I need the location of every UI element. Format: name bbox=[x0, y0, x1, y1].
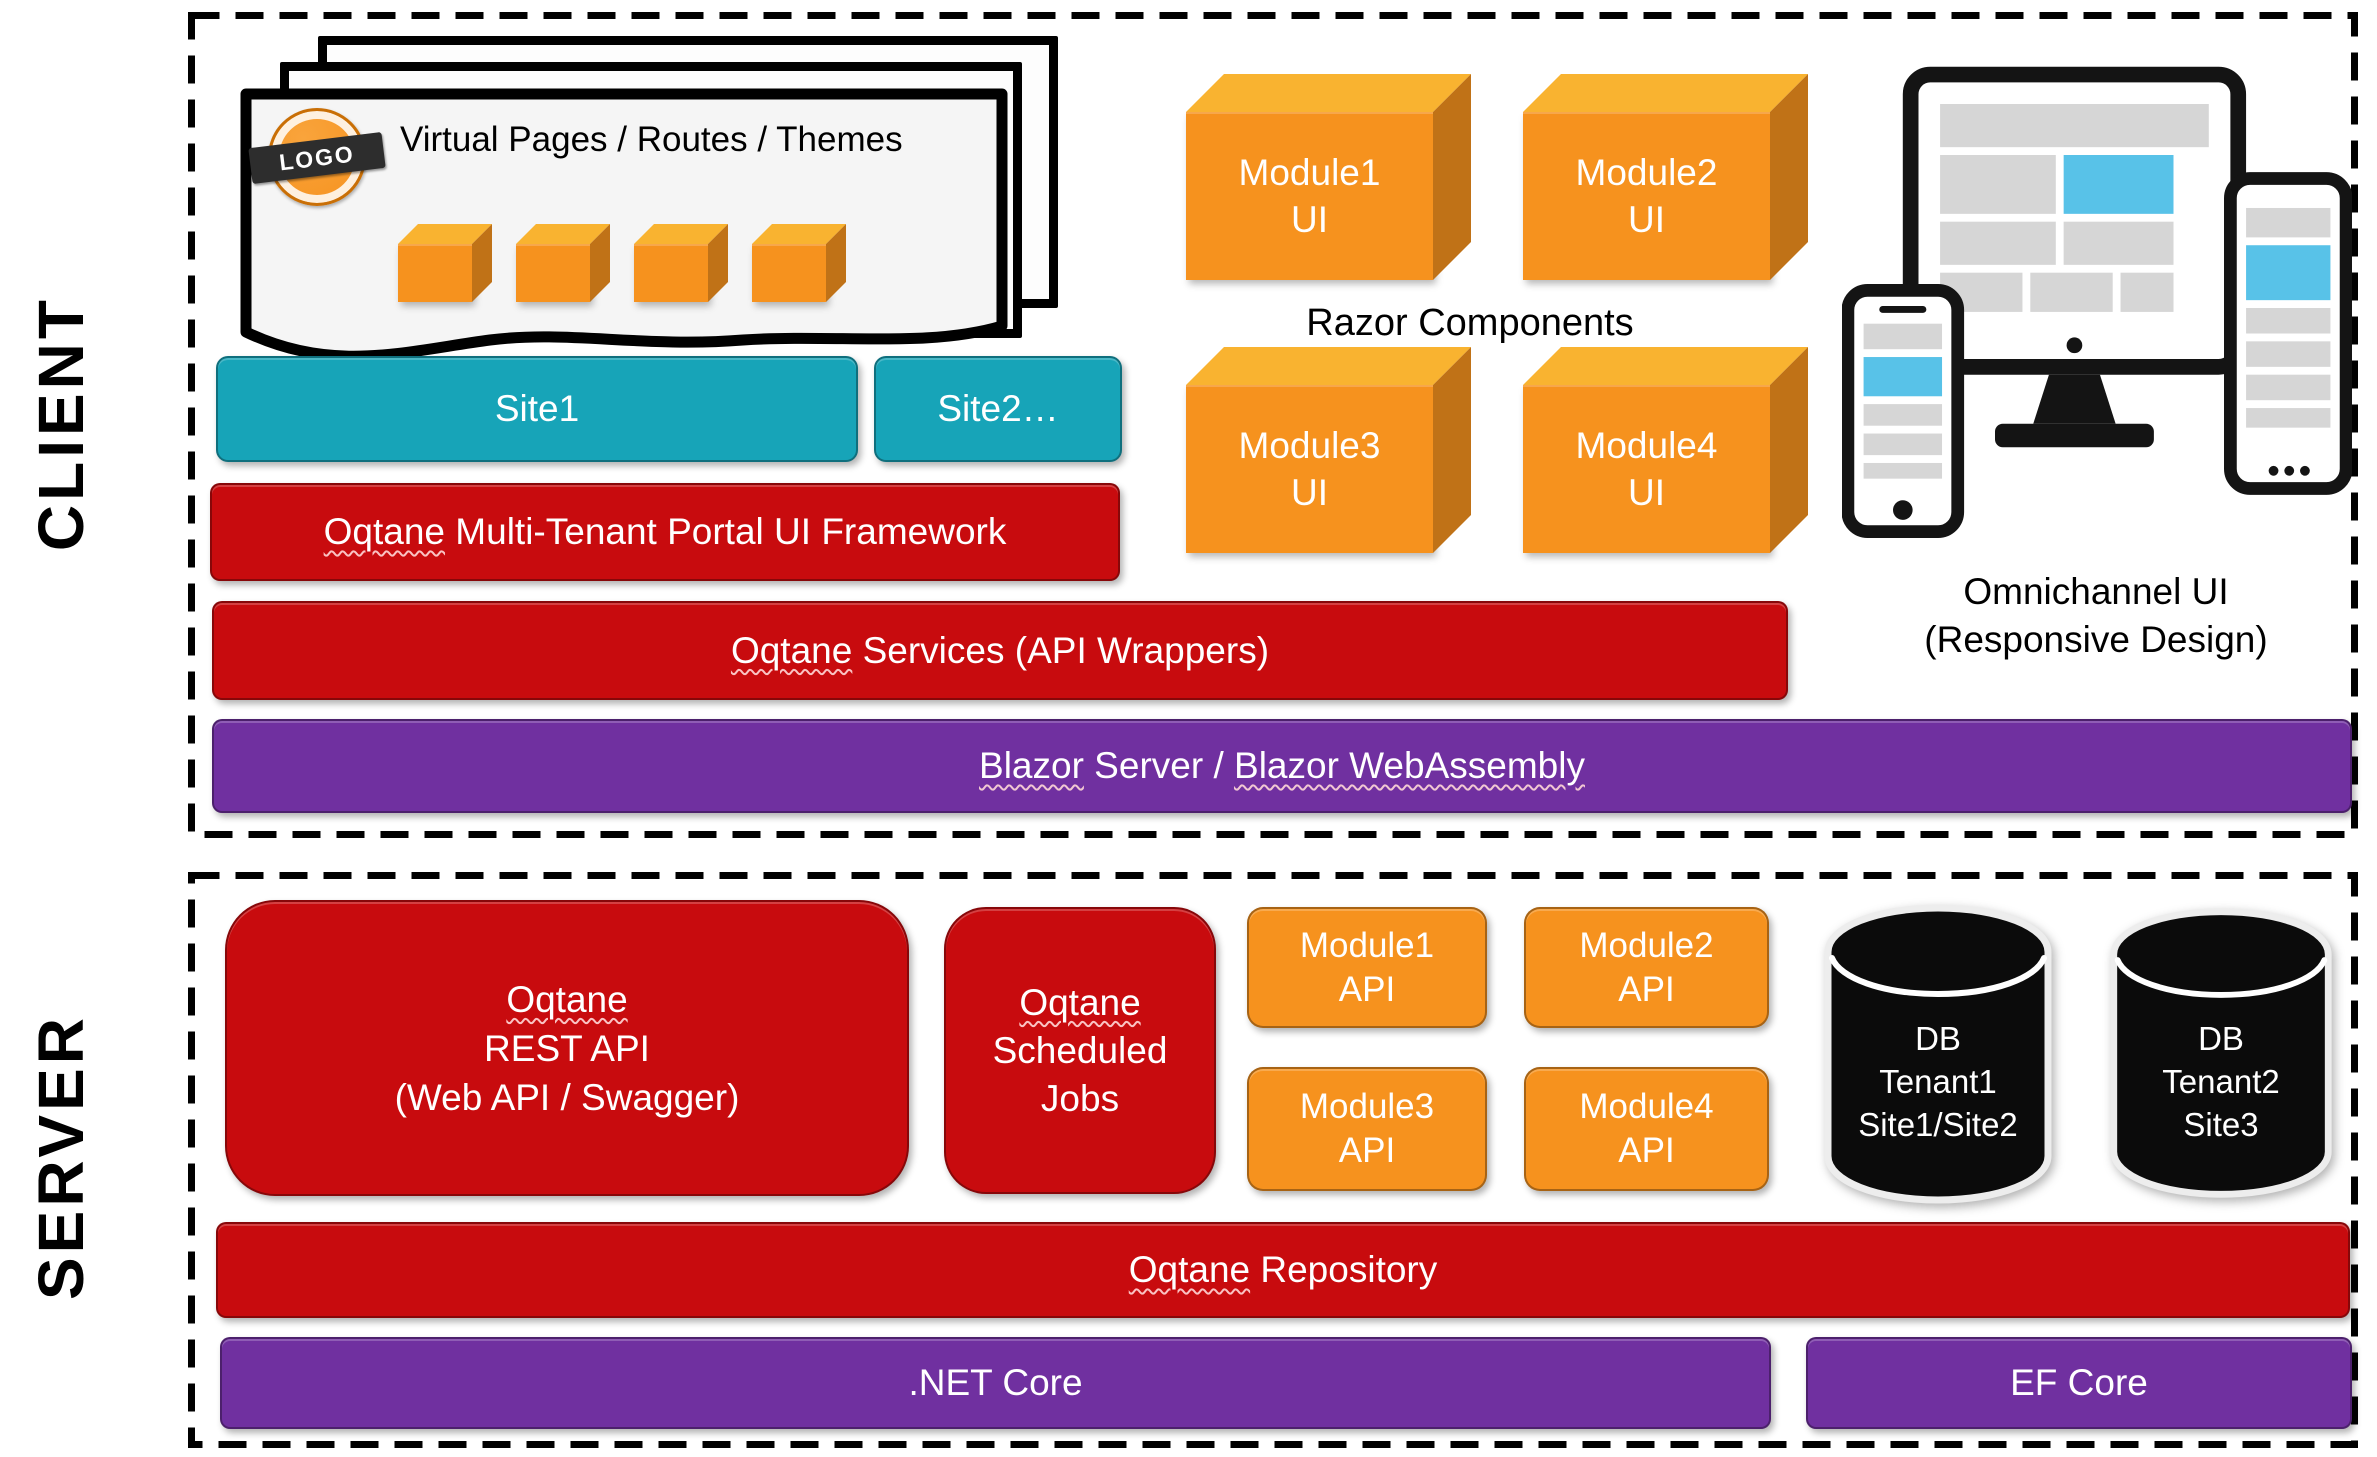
scheduled-jobs-line1: Oqtane bbox=[1019, 981, 1141, 1023]
scheduled-jobs-box: Oqtane Scheduled Jobs bbox=[944, 907, 1216, 1194]
module1-ui-label: Module1 UI bbox=[1238, 152, 1381, 240]
module4-api-box: Module4 API bbox=[1524, 1067, 1769, 1191]
portal-framework-label: Oqtane Multi-Tenant Portal UI Framework bbox=[324, 511, 1007, 553]
module2-ui-box: Module2 UI bbox=[1523, 112, 1770, 280]
component-cube-icon bbox=[634, 244, 708, 302]
database-cylinder-icon bbox=[2110, 908, 2332, 1198]
module4-ui-label: Module4 UI bbox=[1575, 425, 1718, 513]
module3-ui-box: Module3 UI bbox=[1186, 385, 1433, 553]
rest-api-line1: Oqtane bbox=[506, 978, 628, 1020]
module1-ui-box: Module1 UI bbox=[1186, 112, 1433, 280]
blazor-bar: Blazor Server / Blazor WebAssembly bbox=[212, 719, 2352, 813]
omnichannel-line1: Omnichannel UI bbox=[1963, 571, 2229, 612]
scheduled-jobs-line3: Jobs bbox=[1040, 1077, 1120, 1119]
site2-box: Site2… bbox=[874, 356, 1122, 462]
repository-label: Oqtane Repository bbox=[1128, 1249, 1438, 1290]
efcore-bar: EF Core bbox=[1806, 1337, 2352, 1429]
tablet-icon bbox=[2224, 172, 2352, 495]
services-label: Oqtane Services (API Wrappers) bbox=[731, 630, 1269, 672]
smartphone-icon bbox=[1842, 283, 1965, 538]
db-tenant2: DB Tenant2 Site3 bbox=[2104, 902, 2338, 1204]
rest-api-box: Oqtane REST API (Web API / Swagger) bbox=[225, 900, 909, 1196]
module2-api-box: Module2 API bbox=[1524, 907, 1769, 1028]
server-section-border bbox=[188, 872, 2358, 1448]
virtual-pages-title: Virtual Pages / Routes / Themes bbox=[400, 120, 903, 159]
netcore-label: .NET Core bbox=[908, 1362, 1083, 1403]
db-tenant1: DB Tenant1 Site1/Site2 bbox=[1818, 898, 2058, 1210]
component-cube-icon bbox=[398, 244, 472, 302]
repository-bar: Oqtane Repository bbox=[216, 1222, 2350, 1318]
database-cylinder-icon bbox=[1824, 904, 2052, 1204]
client-section-border bbox=[188, 12, 2358, 838]
framework-word: Oqtane bbox=[323, 511, 446, 552]
omnichannel-devices-illustration bbox=[1842, 58, 2352, 558]
component-cube-icon bbox=[752, 244, 826, 302]
razor-components-label: Razor Components bbox=[1306, 302, 1634, 344]
rest-api-line2: REST API bbox=[484, 1027, 650, 1069]
services-word: Oqtane bbox=[730, 629, 853, 671]
blazor-middle: Server / bbox=[1083, 745, 1235, 786]
rest-api-line3: (Web API / Swagger) bbox=[394, 1076, 740, 1118]
module1-api-box: Module1 API bbox=[1247, 907, 1487, 1028]
db-tenant2-label: DB Tenant2 Site3 bbox=[2162, 1019, 2280, 1143]
framework-rest: Multi-Tenant Portal UI Framework bbox=[445, 511, 1007, 552]
desktop-monitor-icon bbox=[1902, 66, 2247, 448]
component-cube-icon bbox=[516, 244, 590, 302]
client-section-label: CLIENT bbox=[25, 296, 97, 552]
site2-label: Site2… bbox=[937, 388, 1059, 429]
omnichannel-line2: (Responsive Design) bbox=[1924, 619, 2268, 660]
db-tenant1-label: DB Tenant1 Site1/Site2 bbox=[1858, 1019, 2018, 1143]
blazor-word-1: Blazor bbox=[979, 745, 1084, 786]
server-section-label: SERVER bbox=[25, 1014, 97, 1301]
blazor-label: Blazor Server / Blazor WebAssembly bbox=[979, 745, 1585, 787]
services-bar: Oqtane Services (API Wrappers) bbox=[212, 601, 1788, 700]
netcore-bar: .NET Core bbox=[220, 1337, 1771, 1429]
site1-box: Site1 bbox=[216, 356, 858, 462]
omnichannel-caption: Omnichannel UI (Responsive Design) bbox=[1836, 568, 2356, 664]
blazor-word-2: Blazor WebAssembly bbox=[1234, 745, 1585, 786]
services-rest: Services (API Wrappers) bbox=[852, 629, 1270, 671]
efcore-label: EF Core bbox=[2010, 1362, 2148, 1403]
portal-framework-bar: Oqtane Multi-Tenant Portal UI Framework bbox=[210, 483, 1120, 581]
scheduled-jobs-line2: Scheduled bbox=[992, 1029, 1168, 1071]
module3-api-box: Module3 API bbox=[1247, 1067, 1487, 1191]
site1-label: Site1 bbox=[494, 388, 580, 429]
module2-ui-label: Module2 UI bbox=[1575, 152, 1718, 240]
module4-ui-box: Module4 UI bbox=[1523, 385, 1770, 553]
module3-ui-label: Module3 UI bbox=[1238, 425, 1381, 513]
